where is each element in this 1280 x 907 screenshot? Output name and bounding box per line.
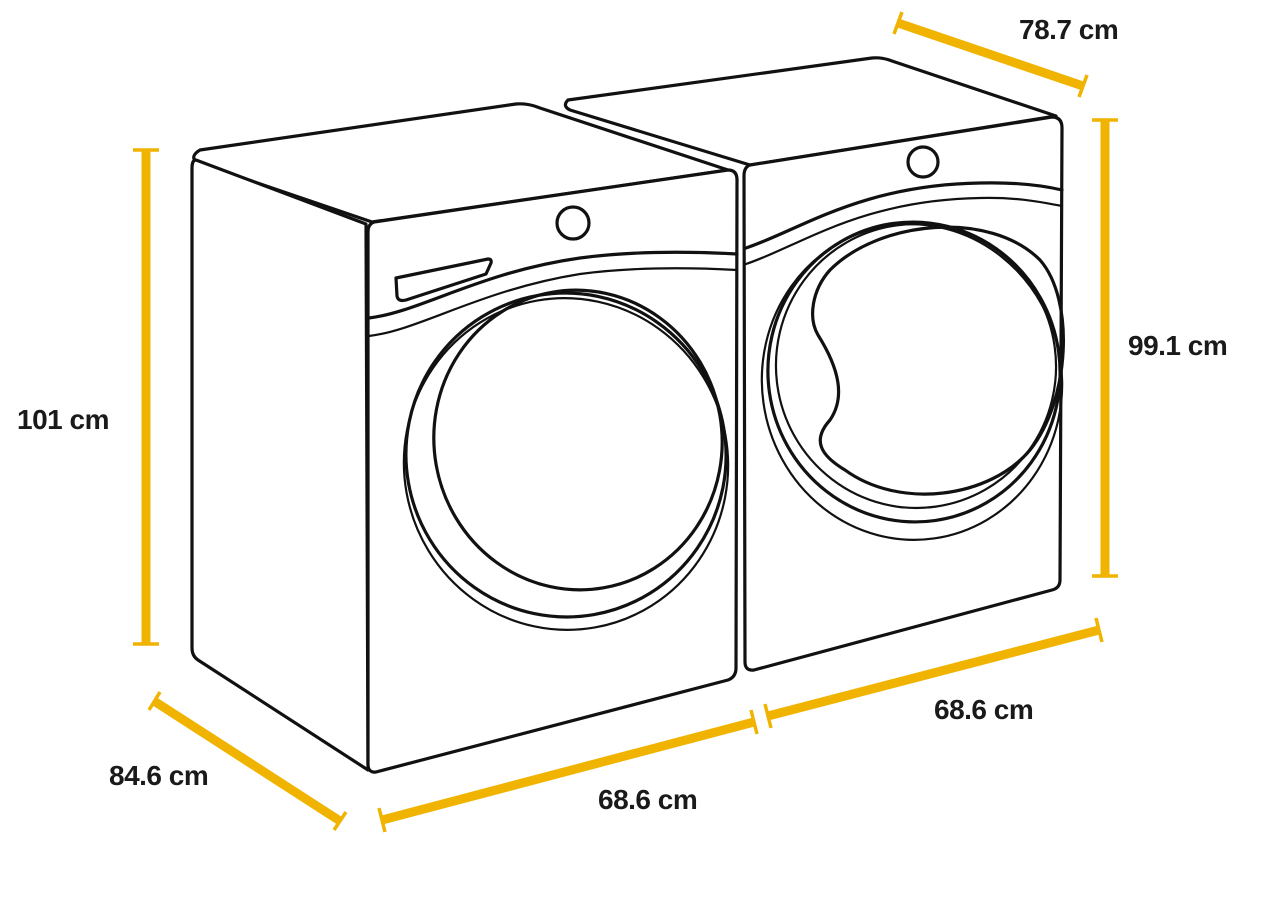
- washer: [190, 102, 739, 774]
- dryer-door-window: [811, 225, 1065, 496]
- washer-door-glass: [432, 288, 724, 592]
- dimension-bar-dryer-width: [763, 617, 1104, 729]
- washer-depth-label: 84.6 cm: [109, 760, 209, 791]
- dryer-depth-label: 78.7 cm: [1019, 14, 1119, 45]
- washer-detergent-drawer: [394, 257, 493, 303]
- dryer-door-ring-inner: [774, 222, 1058, 510]
- dryer-width-label: 68.6 cm: [934, 694, 1034, 725]
- dryer-height-label: 99.1 cm: [1128, 330, 1228, 361]
- dimension-bar-dryer-height: [1092, 118, 1118, 578]
- dryer-control-panel-edge-2: [744, 196, 1064, 266]
- washer-control-panel-edge: [367, 250, 739, 320]
- dryer-knob-icon: [906, 145, 940, 179]
- dryer-control-panel-edge: [744, 181, 1064, 250]
- washer-front: [366, 168, 739, 774]
- dimension-bar-washer-depth: [147, 691, 348, 831]
- dryer-door-ring: [766, 220, 1062, 524]
- washer-width-label: 68.6 cm: [598, 784, 698, 815]
- dryer: [563, 56, 1065, 672]
- dimension-bar-washer-width: [377, 709, 759, 833]
- washer-height-label: 101 cm: [17, 404, 109, 435]
- dimension-bar-washer-height: [133, 148, 159, 646]
- washer-control-panel-edge-2: [367, 267, 739, 338]
- washer-knob-icon: [555, 205, 591, 241]
- dimension-bar-dryer-depth: [892, 11, 1089, 98]
- washer-side: [190, 158, 370, 772]
